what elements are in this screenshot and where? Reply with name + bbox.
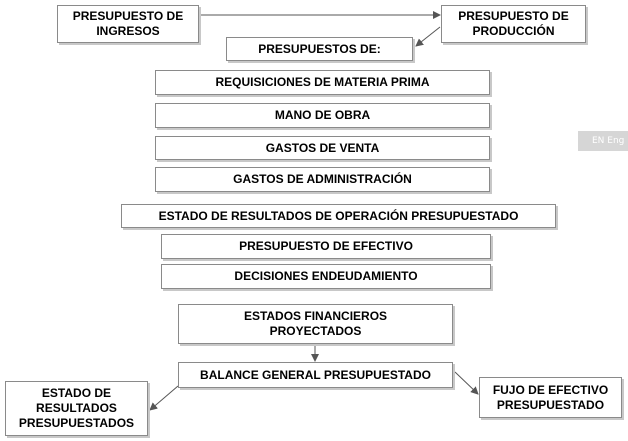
node-estados-financieros-proyectados: ESTADOS FINANCIEROS PROYECTADOS [178,304,453,344]
node-balance-general-presupuestado: BALANCE GENERAL PRESUPUESTADO [178,362,453,388]
node-decisiones-endeudamiento: DECISIONES ENDEUDAMIENTO [161,264,491,289]
node-presupuesto-produccion: PRESUPUESTO DE PRODUCCIÓN [441,5,586,43]
node-estado-resultados-operacion: ESTADO DE RESULTADOS DE OPERACIÓN PRESUP… [121,204,556,228]
arrow-produccion-to-presupuestos [415,26,441,47]
node-gastos-de-venta: GASTOS DE VENTA [155,136,490,160]
node-requisiciones-materia-prima: REQUISICIONES DE MATERIA PRIMA [155,70,490,95]
arrow-balance-to-estado-resultados [149,385,179,411]
node-flujo-efectivo-presupuestado: FUJO DE EFECTIVO PRESUPUESTADO [479,377,622,418]
arrow-balance-to-flujo [454,371,479,395]
node-mano-de-obra: MANO DE OBRA [155,103,490,128]
node-estado-resultados-presupuestados: ESTADO DE RESULTADOS PRESUPUESTADOS [5,381,148,436]
node-presupuestos-de: PRESUPUESTOS DE: [226,37,413,61]
language-badge: EN Eng [578,131,628,151]
node-presupuesto-ingresos: PRESUPUESTO DE INGRESOS [57,5,199,43]
node-gastos-de-administracion: GASTOS DE ADMINISTRACIÓN [155,167,490,192]
node-presupuesto-efectivo: PRESUPUESTO DE EFECTIVO [161,234,491,259]
